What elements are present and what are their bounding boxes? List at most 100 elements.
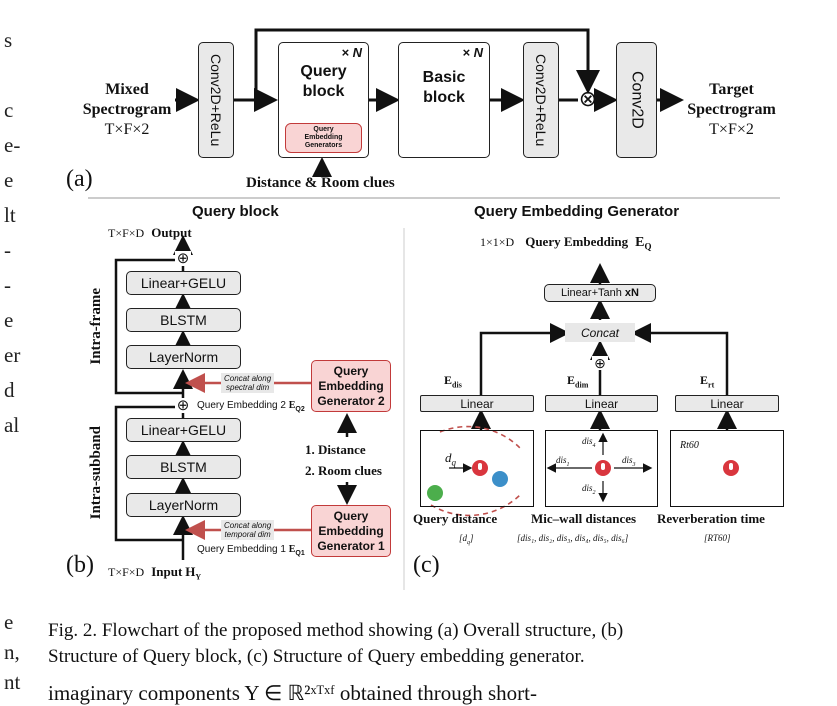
input-dims: T×F×D [108,565,145,579]
out-var: E [635,235,645,250]
margin-fragment: d [4,378,15,402]
margin-fragment: lt [4,203,16,227]
panel-a-label: (a) [66,166,93,192]
layernorm-bottom: LayerNorm [126,493,241,517]
plus-icon: ⊕ [592,356,608,370]
qe2-var: E [288,400,296,411]
qe2-text: Query Embedding 2 [197,400,286,411]
conv-relu-label: Conv2D+ReLu [533,53,549,147]
out-sub: Q [644,241,652,252]
figure-caption: Fig. 2. Flowchart of the proposed method… [48,618,623,670]
e-rt-label: Ert [700,373,714,389]
input-dims: T×F×2 [104,121,150,138]
cap-dist-close: ] [470,533,474,543]
margin-fragment: s [4,28,13,52]
clue-distance: 1. Distance [305,442,366,457]
output-label-line2: Spectrogram [687,101,776,118]
panel-c-label: (c) [413,552,440,578]
conv2d-label: Conv2D [628,71,646,129]
gen2-line3: Generator 2 [317,393,385,408]
caption-rev-vars: [RT60] [704,533,731,543]
margin-fragment: e- [4,133,21,157]
query-embedding-generator-1: Query Embedding Generator 1 [311,505,391,557]
dis2-var: dis [582,483,593,493]
repeat-n-label: × N [462,45,483,60]
multiply-icon: ⊗ [578,86,598,111]
target-spectrogram-label: Target Spectrogram T×F×2 [679,80,784,140]
e-dim-sub: dim [575,380,589,390]
intra-subband-label-wrap: Intra-subband [88,408,105,538]
sound-source-green-icon [427,485,443,501]
e-rt-sub: rt [708,380,715,390]
plus-icon: ⊕ [175,250,191,267]
concat-temporal-1: Concat along [224,521,272,530]
output-label: Output [151,225,192,240]
dq-label: dq [445,450,456,468]
concat-box: Concat [565,323,635,342]
query-embedding-generator-2: Query Embedding Generator 2 [311,360,391,412]
caption-mic-wall: Mic–wall distances [531,511,637,526]
dis4-sub: 4 [592,442,596,449]
qe1-text: Query Embedding 1 [197,544,286,555]
input-label-line2: Spectrogram [82,101,172,118]
linear-tanh-block: Linear+Tanh xN [544,284,656,302]
query-block-title: Query block [192,203,279,220]
query-embedding-2-label: Query Embedding 2 EQ2 [197,400,305,413]
output-dims: T×F×D [108,226,145,240]
margin-fragment: - [4,238,11,262]
query-block-title-2: block [302,83,345,100]
dis1-label: dis1 [556,455,570,468]
margin-fragment: n, [4,640,20,664]
cap-dist-q: q [467,539,471,546]
clues-list: 1. Distance 2. Room clues [305,439,382,481]
cap-dist-open: [d [459,533,468,543]
margin-fragment: c [4,98,14,122]
linear-tanh-label: Linear+Tanh [561,287,622,299]
intra-frame-label: Intra-frame [88,287,104,365]
e-dis-var: E [444,373,453,387]
caption-dist-vars: [dq] [459,533,474,546]
concat-spectral-note: Concat along spectral dim [221,373,275,393]
dis4-label: dis4 [582,436,596,449]
intra-subband-label: Intra-subband [88,426,104,520]
caption-reverberation: Reverberation time [657,511,765,526]
mixed-spectrogram-label: Mixed Spectrogram T×F×2 [72,80,182,140]
margin-fragment: e [4,308,14,332]
dis3-sub: 3 [632,461,636,468]
output-dims: T×F×2 [709,121,754,138]
concat-spectral-1: Concat along [224,374,272,383]
conv-relu-label: Conv2D+ReLu [208,53,224,147]
qeg-inner-box: Query Embedding Generators [285,123,362,153]
output-row: T×F×D Output [108,225,192,241]
out-label: Query Embedding [525,234,629,249]
margin-fragment: al [4,413,20,437]
concat-temporal-note: Concat along temporal dim [221,520,275,540]
linear-rt: Linear [675,395,779,412]
qeg-small-1: Query [313,126,334,133]
concat-spectral-2: spectral dim [226,383,270,392]
conv2d-block: Conv2D [616,42,657,158]
repeat-n-label: × N [341,45,362,60]
qeg-title: Query Embedding Generator [474,203,680,220]
query-embedding-output: 1×1×D Query Embedding EQ [480,234,652,251]
dis4-var: dis [582,436,593,446]
qe1-sub: Q1 [295,550,305,557]
microphone-icon [595,460,611,476]
input-var: H [185,564,196,579]
body-text-fragment: imaginary components Y ∈ ℝ²ˣᵀˣᶠ obtained… [48,681,537,705]
panel-b-label: (b) [66,552,94,578]
linear-dim: Linear [545,395,658,412]
dis1-var: dis [556,455,567,465]
input-row: T×F×D Input HY [108,564,201,581]
gen1-line2: Embedding [318,523,384,538]
qe2-sub: Q2 [295,406,305,413]
input-label: Input [151,564,183,579]
clue-room: 2. Room clues [305,463,382,478]
margin-fragment: er [4,343,21,367]
caption-micwall-vars: [dis₁, dis₂, dis₃, dis₄, dis₅, dis₆] [517,533,629,543]
e-dim-label: Edim [567,373,588,389]
e-dis-label: Edis [444,373,462,389]
room-reverberation [670,430,784,507]
gen1-line1: Query [333,508,369,523]
